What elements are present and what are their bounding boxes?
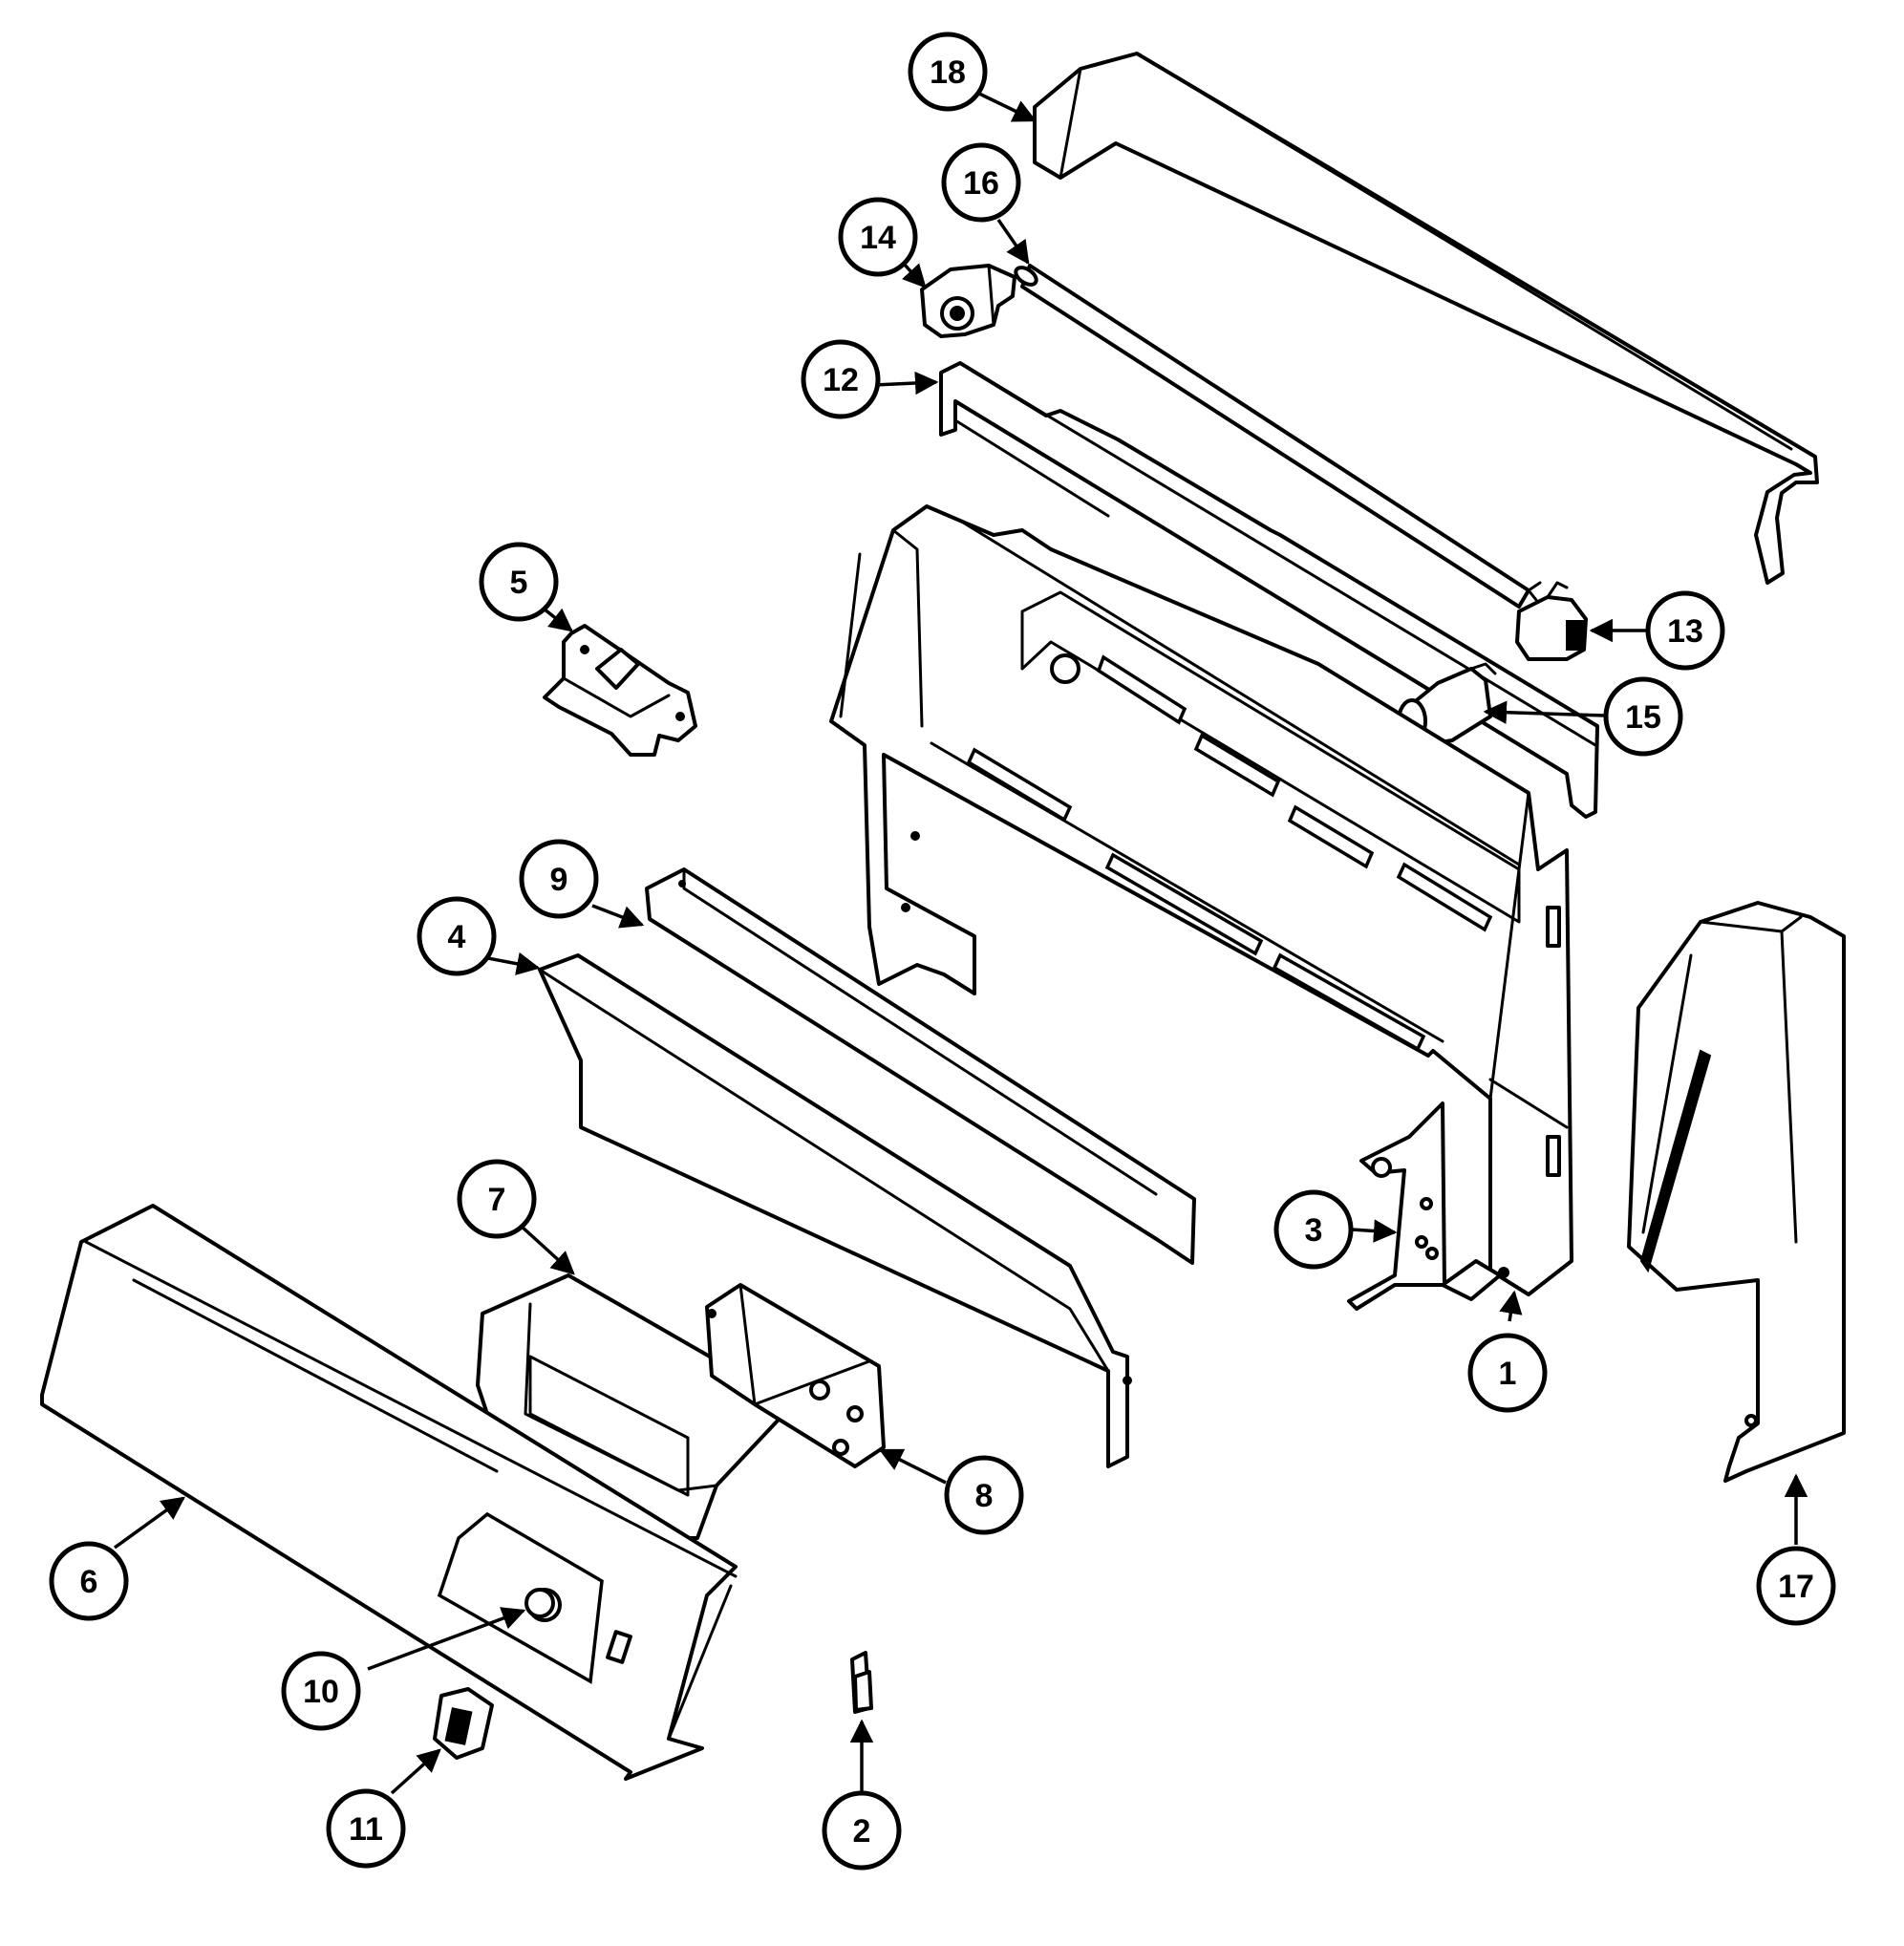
callout-18: 18 — [908, 32, 988, 112]
callout-5: 5 — [479, 542, 559, 622]
svg-text:8: 8 — [975, 1478, 994, 1514]
svg-text:9: 9 — [550, 862, 568, 898]
svg-text:12: 12 — [823, 362, 859, 398]
callout-16: 16 — [941, 142, 1021, 223]
svg-text:11: 11 — [349, 1811, 383, 1848]
part-8-electronic-control[interactable] — [705, 1283, 886, 1468]
part-12-lamp-bracket[interactable] — [939, 361, 1599, 819]
callout-17: 17 — [1756, 1546, 1836, 1626]
svg-text:14: 14 — [860, 220, 896, 256]
part-5-relay[interactable] — [543, 624, 697, 757]
svg-text:1: 1 — [1499, 1356, 1517, 1392]
part-14-lamp-holder[interactable] — [920, 264, 1016, 338]
callout-2: 2 — [822, 1790, 902, 1871]
part-11-switch[interactable] — [433, 1687, 494, 1760]
callout-3: 3 — [1273, 1189, 1354, 1270]
svg-text:13: 13 — [1667, 613, 1703, 650]
callout-7: 7 — [457, 1159, 537, 1239]
svg-text:18: 18 — [930, 54, 966, 91]
part-9-trim-strip[interactable] — [645, 867, 1196, 1265]
svg-text:3: 3 — [1305, 1212, 1323, 1249]
callout-14: 14 — [838, 197, 918, 277]
svg-text:6: 6 — [80, 1564, 98, 1600]
callout-8: 8 — [944, 1455, 1024, 1535]
svg-text:5: 5 — [510, 565, 528, 601]
part-16-fluorescent-tube[interactable] — [1013, 264, 1542, 609]
svg-text:16: 16 — [963, 165, 999, 202]
callout-1: 1 — [1467, 1333, 1548, 1413]
part-1-backguard-frame[interactable] — [829, 504, 1573, 1301]
callout-12: 12 — [801, 339, 881, 419]
svg-text:10: 10 — [303, 1674, 339, 1710]
svg-text:4: 4 — [448, 919, 466, 955]
leader-lines — [113, 92, 1808, 1795]
svg-text:17: 17 — [1778, 1569, 1814, 1605]
part-18-top-trim[interactable] — [1033, 52, 1819, 585]
svg-text:2: 2 — [853, 1813, 871, 1850]
callout-11: 11 — [326, 1788, 406, 1869]
callout-9: 9 — [519, 839, 599, 919]
callout-10: 10 — [281, 1651, 361, 1731]
callout-15: 15 — [1603, 676, 1683, 757]
callout-13: 13 — [1645, 590, 1725, 671]
part-17-end-cap[interactable] — [1627, 901, 1846, 1483]
part-13-lamp-socket[interactable] — [1515, 581, 1588, 661]
callout-6: 6 — [49, 1541, 129, 1621]
part-4-panel-backing[interactable] — [538, 953, 1132, 1468]
callout-4: 4 — [417, 896, 497, 976]
part-2-clip[interactable] — [850, 1651, 873, 1714]
svg-text:7: 7 — [488, 1182, 506, 1218]
part-10-knob[interactable] — [524, 1588, 555, 1618]
part-3-side-bracket[interactable] — [1347, 1101, 1446, 1311]
svg-text:15: 15 — [1625, 699, 1661, 736]
